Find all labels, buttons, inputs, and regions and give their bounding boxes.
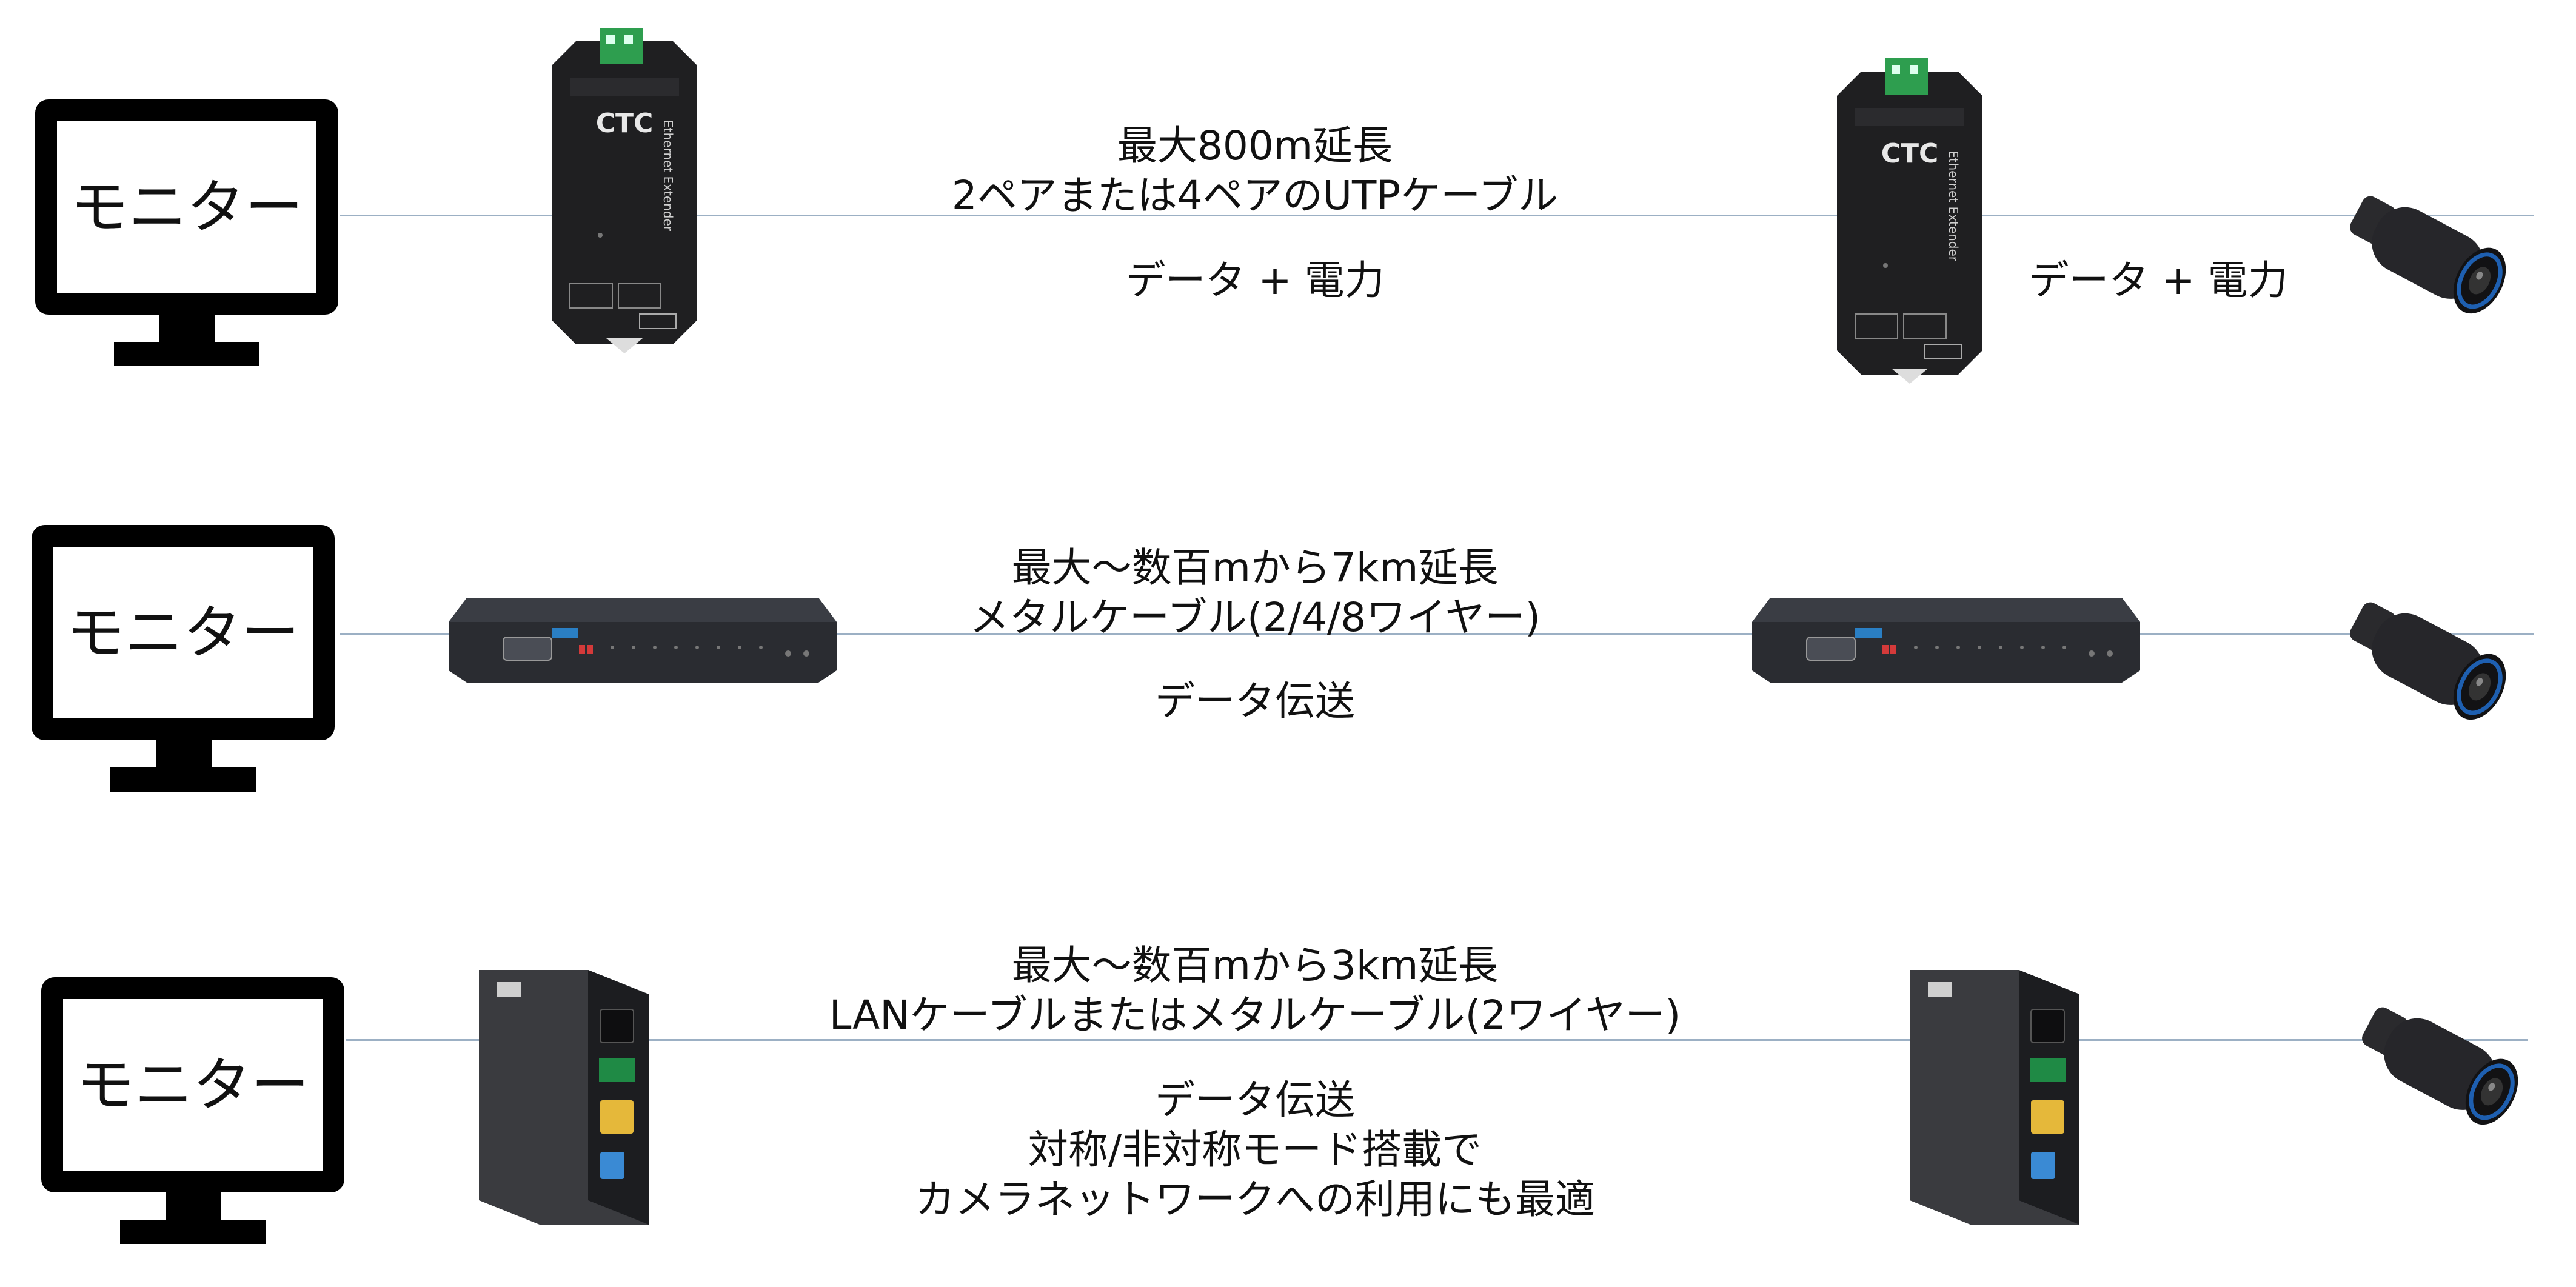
ethernet-extender-icon	[449, 580, 837, 689]
ethernet-extender-icon	[1752, 580, 2140, 689]
security-camera-icon	[2340, 975, 2534, 1151]
security-camera-icon	[2328, 570, 2522, 746]
row-1: モニター CTC Ethernet Extender 最大800m	[0, 0, 2576, 388]
row-3: モニター 最大～数百mから3km延長 LANケーブルまたはメタルケーブル(2ワイ…	[0, 843, 2576, 1285]
row-2: モニター 最大～数百mから7km延長 メタル	[0, 424, 2576, 800]
connector-line	[340, 633, 2534, 635]
device-side-text: Ethernet Extender	[1946, 150, 1961, 262]
ethernet-extender-icon	[1898, 958, 2086, 1231]
security-camera-icon	[2328, 164, 2522, 339]
connector-line	[340, 215, 2534, 216]
middle-note: データ + 電力	[1125, 257, 1385, 304]
spec-text: 最大800m延長 2ペアまたは4ペアのUTPケーブル	[951, 122, 1559, 219]
ethernet-extender-icon: CTC Ethernet Extender	[1819, 53, 2001, 393]
middle-note: データ伝送 対称/非対称モード搭載で カメラネットワークへの利用にも最適	[915, 1077, 1595, 1223]
middle-note: データ伝送	[1155, 678, 1355, 724]
monitor-label: モニター	[67, 598, 299, 667]
ethernet-extender-icon: CTC Ethernet Extender	[534, 23, 715, 363]
monitor-label: モニター	[76, 1051, 309, 1119]
device-brand: CTC	[1881, 138, 1939, 169]
device-brand: CTC	[596, 108, 654, 139]
ethernet-extender-icon	[467, 958, 655, 1231]
spec-text: 最大～数百mから3km延長 LANケーブルまたはメタルケーブル(2ワイヤー)	[829, 942, 1681, 1038]
spec-text: 最大～数百mから7km延長 メタルケーブル(2/4/8ワイヤー)	[969, 544, 1541, 641]
connector-line	[346, 1039, 2528, 1041]
right-note: データ + 電力	[2029, 257, 2288, 304]
device-side-text: Ethernet Extender	[661, 120, 675, 232]
monitor-label: モニター	[70, 173, 303, 241]
